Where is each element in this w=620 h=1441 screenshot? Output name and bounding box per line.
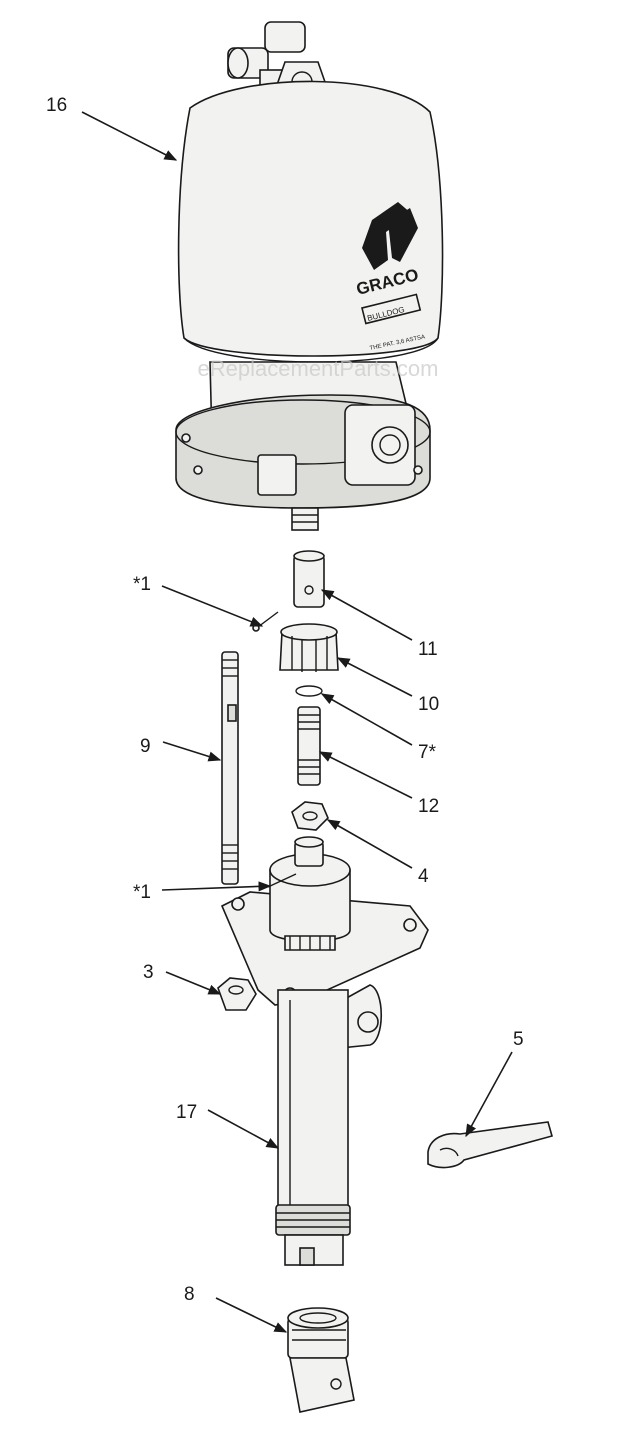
callout-3: 3	[143, 962, 154, 983]
callout-11: 11	[418, 639, 438, 660]
leader-arrows	[81, 111, 513, 1333]
arrow-4	[326, 819, 413, 869]
air-motor-base	[175, 361, 431, 531]
arrow-1-upper	[161, 585, 264, 627]
displacement-pump-part-17	[220, 836, 429, 1266]
watermark-text: eReplacementParts.com	[198, 356, 439, 381]
arrow-1-lower	[161, 881, 272, 892]
callout-8: 8	[184, 1284, 195, 1305]
callout-10: 10	[418, 694, 439, 715]
spanner-wrench-part-5	[427, 1121, 553, 1169]
coupling-nut-part-10	[279, 623, 339, 672]
callout-17: 17	[176, 1102, 197, 1123]
callout-7: 7*	[418, 742, 437, 763]
hex-nut-part-3	[217, 977, 257, 1011]
callout-1-lower: *1	[133, 882, 151, 903]
o-ring-part-7	[295, 685, 323, 697]
coupling-part-11	[293, 550, 325, 608]
arrow-12	[318, 751, 413, 799]
hex-nut-part-4	[291, 801, 329, 831]
callout-1-upper: *1	[133, 574, 151, 595]
arrow-3	[165, 971, 222, 995]
arrow-8	[215, 1297, 288, 1333]
tie-rod-part-9	[221, 651, 239, 885]
arrow-11	[320, 589, 413, 641]
arrow-5	[465, 1051, 513, 1138]
arrow-10	[336, 657, 413, 697]
callout-9: 9	[140, 736, 151, 757]
air-motor-part-16: GRACO BULLDOG THE PAT. 3,6 ASTSA	[175, 21, 444, 531]
callout-5: 5	[513, 1029, 524, 1050]
arrow-16	[81, 111, 178, 161]
callout-16: 16	[46, 95, 67, 116]
arrow-7	[320, 693, 413, 746]
cotter-pin-part-1-upper	[252, 611, 279, 632]
adapter-rod-part-12	[297, 706, 321, 786]
callout-12: 12	[418, 796, 439, 817]
callout-4: 4	[418, 866, 429, 887]
inlet-fitting-part-8	[287, 1307, 355, 1413]
arrow-17	[207, 1109, 280, 1149]
arrow-9	[162, 741, 222, 762]
